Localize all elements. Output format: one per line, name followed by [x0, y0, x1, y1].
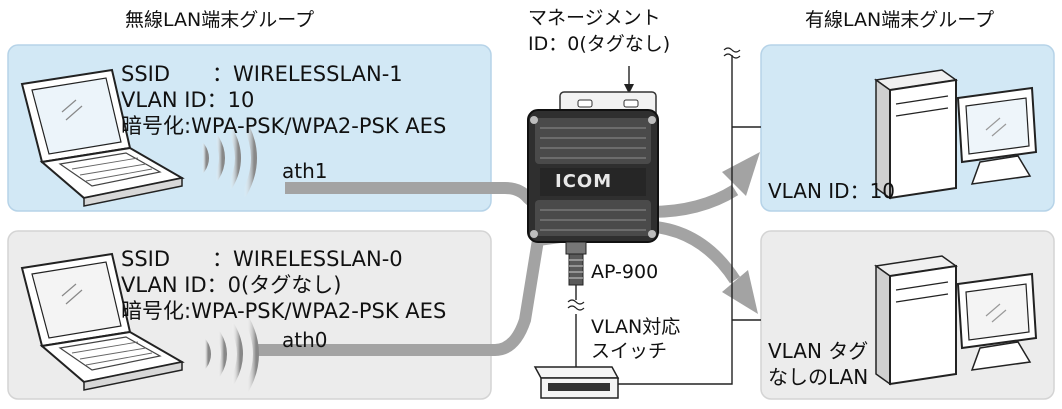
laptop-1-icon [20, 68, 185, 207]
terminal-1-vlan-id: VLAN ID：10 [121, 88, 255, 112]
terminal-0-encryption: 暗号化:WPA-PSK/WPA2-PSK AES [121, 299, 447, 323]
wireless-group-heading: 無線LAN端末グループ [125, 9, 315, 31]
interface-ath0-label: ath0 [282, 328, 328, 352]
ap-brand-logo: ICOM [555, 171, 613, 192]
access-point-device [527, 91, 659, 286]
laptop-0-icon [20, 252, 185, 391]
management-label-line1: マネージメント [528, 7, 661, 29]
break-mark-ap [567, 299, 585, 311]
switch-label-line2: スイッチ [591, 340, 668, 362]
vlan-switch-device [533, 366, 620, 399]
wired-group-heading: 有線LAN端末グループ [805, 9, 995, 31]
wired-terminal-1-label: VLAN ID：10 [768, 179, 896, 203]
arrow-to-untagged-lan [722, 270, 758, 314]
terminal-0-vlan-id: VLAN ID：0(タグなし) [121, 273, 342, 297]
wired-terminal-2-label-line2: なしのLAN [768, 365, 869, 389]
wiring [567, 47, 761, 385]
break-mark-top [723, 47, 741, 59]
switch-label-line1: VLAN対応 [591, 316, 681, 338]
terminal-0-ssid: SSID ：WIRELESSLAN-0 [121, 247, 403, 271]
interface-ath1-label: ath1 [282, 159, 328, 183]
ap-model-label: AP-900 [591, 261, 659, 283]
management-label-line2: ID：0(タグなし) [528, 33, 671, 55]
wireless-waves-1-icon [199, 119, 257, 197]
terminal-1-ssid: SSID ：WIRELESSLAN-1 [121, 62, 403, 86]
management-arrow [624, 66, 634, 94]
desktop-1-icon [874, 69, 1038, 200]
desktop-2-icon [874, 255, 1038, 386]
terminal-1-encryption: 暗号化:WPA-PSK/WPA2-PSK AES [121, 114, 447, 138]
wireless-waves-0-icon [201, 315, 259, 393]
arrow-to-vlan-10 [722, 152, 760, 196]
wired-terminal-2-label-line1: VLAN タグ [768, 339, 869, 363]
